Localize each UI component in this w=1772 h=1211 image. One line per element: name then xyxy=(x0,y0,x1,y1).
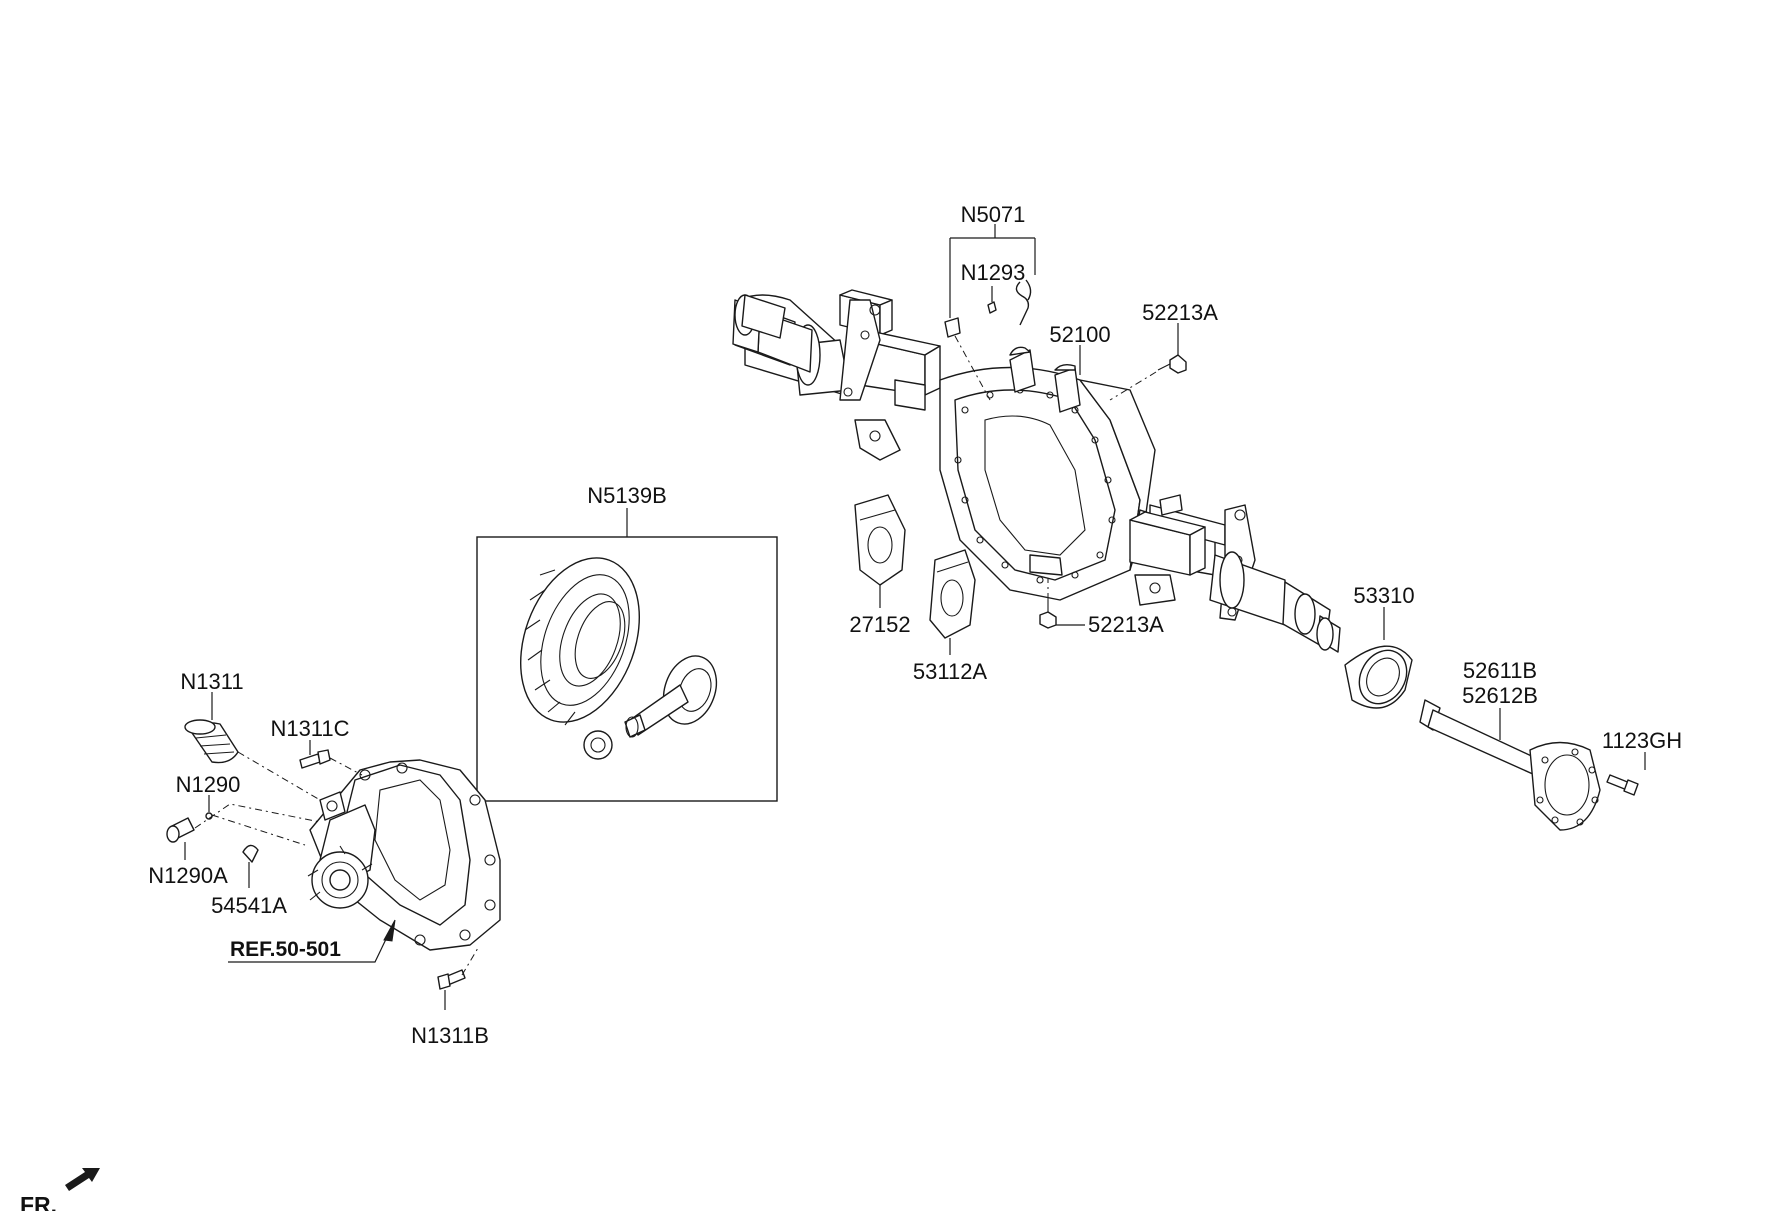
label-n1311b: N1311B xyxy=(411,1023,489,1048)
axle-shaft xyxy=(1419,699,1601,831)
label-n1293: N1293 xyxy=(961,260,1026,285)
label-52612b: 52612B xyxy=(1462,683,1538,708)
part-labels: N5071 N1293 52213A 52100 N5139B 27152 53… xyxy=(20,202,1682,1211)
plug-52213a-bottom xyxy=(1039,600,1057,629)
label-52213a-top: 52213A xyxy=(1142,300,1218,325)
bearing-cap-53112a xyxy=(929,549,976,639)
bolt-n1311b xyxy=(437,969,466,990)
bearing-cap-27152 xyxy=(854,494,906,586)
label-54541a: 54541A xyxy=(211,893,287,918)
label-27152: 27152 xyxy=(849,612,910,637)
label-52213a-bottom: 52213A xyxy=(1088,612,1164,637)
plug-54541a xyxy=(242,844,259,863)
label-52100: 52100 xyxy=(1049,322,1110,347)
label-53112a: 53112A xyxy=(913,659,988,684)
front-arrow-icon xyxy=(65,1168,100,1191)
leader-lines xyxy=(184,224,1646,1010)
label-52611b: 52611B xyxy=(1463,658,1537,683)
label-n5071: N5071 xyxy=(961,202,1026,227)
label-front: FR. xyxy=(20,1192,57,1211)
pinion-bearing xyxy=(583,730,613,760)
label-1123gh: 1123GH xyxy=(1602,728,1682,753)
bolt-1123gh xyxy=(1606,774,1639,796)
breather-parts xyxy=(944,279,1032,338)
label-n1311: N1311 xyxy=(180,669,243,694)
label-53310: 53310 xyxy=(1353,583,1414,608)
label-ref-50-501: REF.50-501 xyxy=(230,938,341,961)
ring-gear xyxy=(520,557,640,726)
label-n1290: N1290 xyxy=(176,772,241,797)
oil-seal-53310 xyxy=(1344,645,1413,709)
breather-hose-n1311 xyxy=(184,719,239,764)
label-n5139b: N5139B xyxy=(587,483,667,508)
bolt-52213a-top xyxy=(1157,354,1187,374)
plug-n1290a xyxy=(166,817,195,843)
bolt-n1311c xyxy=(299,749,331,769)
pinion-gear xyxy=(624,655,718,738)
axle-housing xyxy=(732,289,1341,653)
differential-carrier xyxy=(307,759,501,951)
label-n1290a: N1290A xyxy=(148,863,228,888)
label-n1311c: N1311C xyxy=(270,716,349,741)
